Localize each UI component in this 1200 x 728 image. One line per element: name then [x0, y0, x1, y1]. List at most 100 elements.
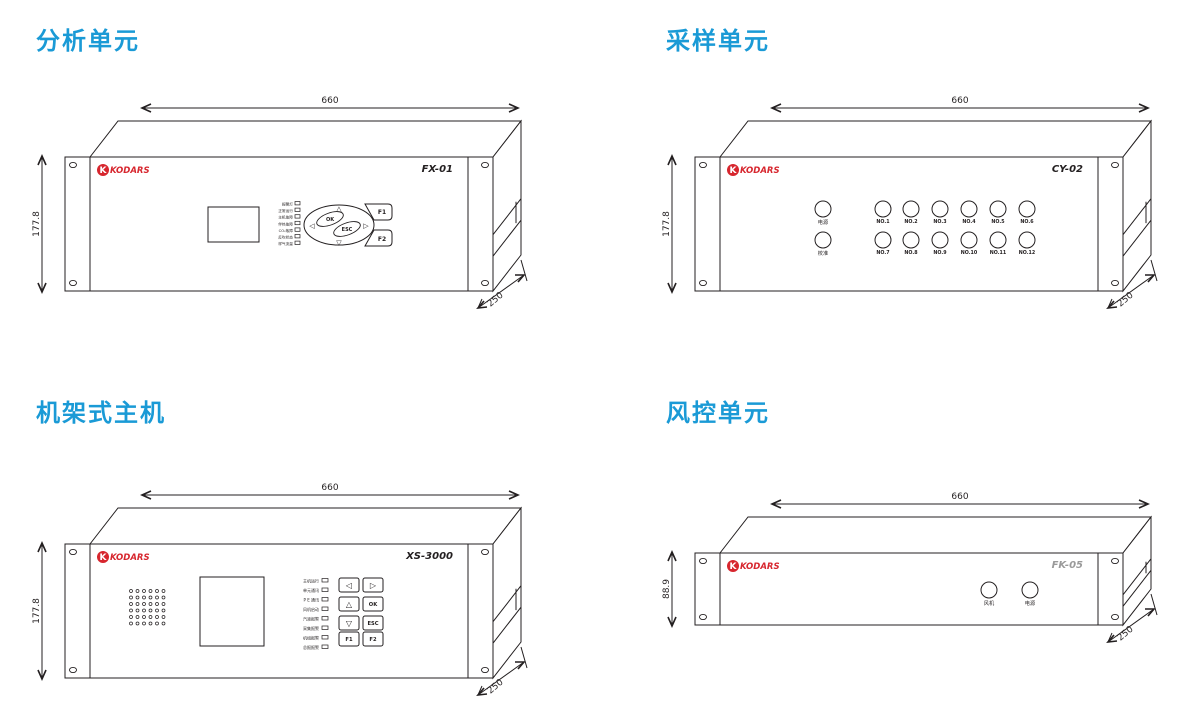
- speaker-hole: [161, 602, 166, 606]
- dimension-line: [477, 661, 525, 696]
- indicator-led: [321, 578, 329, 583]
- extension-line: [520, 259, 528, 282]
- arrow-right-icon: [508, 490, 520, 500]
- speaker-hole: [148, 602, 153, 606]
- arrow-right-icon: [1138, 103, 1150, 113]
- indicator-label: 伴热故障: [278, 221, 293, 226]
- model-label: XS-3000: [405, 551, 453, 562]
- rack-ear-right: [467, 543, 494, 679]
- arrow-icon: [1145, 608, 1156, 617]
- side-rail: [492, 198, 522, 257]
- width-dimension: 660: [770, 96, 1150, 113]
- arrow-icon: [515, 274, 526, 283]
- indicator-label: P E 通讯: [304, 597, 319, 603]
- side-rail: [1122, 558, 1152, 607]
- indicator-label: 总报报警: [303, 644, 319, 650]
- indicator-label: 采集报警: [303, 625, 319, 631]
- lcd-screen: [199, 576, 265, 647]
- indicator-led: [294, 201, 301, 206]
- indicator-label: 机组报警: [303, 635, 319, 641]
- arrow-down-icon: [37, 669, 47, 681]
- indicator-led: [321, 597, 329, 602]
- logo-wordmark: KODARS: [110, 553, 150, 563]
- logo-wordmark: KODARS: [740, 166, 780, 176]
- arrow-left-icon: [770, 103, 782, 113]
- speaker-hole: [161, 621, 166, 626]
- width-dimension: 660: [140, 483, 520, 500]
- extension-line: [1150, 259, 1158, 282]
- speaker-hole: [142, 608, 146, 613]
- width-dimension: 660: [770, 492, 1150, 509]
- height-dimension: 177.8: [662, 154, 677, 294]
- speaker-hole: [129, 602, 133, 606]
- speaker-hole: [142, 602, 146, 606]
- width-dimension-label: 660: [321, 96, 338, 106]
- mounting-hole: [1111, 613, 1119, 621]
- down-arrow-icon: ▽: [336, 239, 342, 247]
- depth-dimension-label: 250: [486, 290, 506, 309]
- channel-button: [902, 231, 920, 249]
- keypad-key: [362, 577, 384, 593]
- arrow-down-icon: [667, 282, 677, 294]
- width-dimension: 660: [140, 96, 520, 113]
- mounting-hole: [69, 548, 77, 556]
- mounting-hole: [699, 557, 707, 565]
- rack-ear-right: [1097, 156, 1124, 292]
- rack-ear-left: [64, 543, 91, 679]
- height-dimension-label: 177.8: [32, 211, 42, 237]
- channel-button: [960, 231, 978, 249]
- height-dimension-label: 177.8: [32, 598, 42, 624]
- logo-k-badge: [727, 560, 739, 572]
- front-panel: [89, 543, 469, 679]
- channel-button: [874, 231, 892, 249]
- title-sampling-unit: 采样单元: [666, 27, 770, 55]
- indicator-led: [294, 227, 301, 232]
- speaker-hole: [135, 621, 140, 626]
- left-arrow-icon: ◁: [309, 222, 315, 230]
- mounting-hole: [1111, 557, 1119, 565]
- arrow-down-icon: [667, 616, 677, 628]
- mounting-hole: [69, 279, 77, 287]
- front-panel: [719, 156, 1099, 292]
- mounting-hole: [69, 161, 77, 169]
- speaker-hole: [155, 595, 159, 600]
- keypad-key: [338, 577, 360, 593]
- top-face: [88, 507, 523, 545]
- extension-line: [1150, 593, 1158, 616]
- logo-k-badge: [727, 164, 739, 176]
- indicator-label: CO₂故障: [279, 228, 294, 233]
- logo-k-badge: [97, 164, 109, 176]
- keypad-key: [338, 596, 360, 612]
- logo-k-letter: K: [730, 166, 738, 176]
- mounting-hole: [699, 161, 707, 169]
- depth-dimension-label: 250: [1116, 290, 1136, 309]
- right-arrow-icon: ▷: [363, 222, 369, 230]
- indicator-label: 正常运行: [278, 208, 293, 213]
- mounting-hole: [1111, 161, 1119, 169]
- title-analysis-unit: 分析单元: [36, 27, 140, 55]
- round-button: [980, 581, 998, 599]
- arrow-right-icon: [508, 103, 520, 113]
- indicator-led: [321, 587, 329, 592]
- mounting-hole: [481, 548, 489, 556]
- height-dimension: 177.8: [32, 541, 47, 681]
- mounting-hole: [1111, 279, 1119, 287]
- keypad-key: [362, 615, 384, 631]
- mounting-hole: [481, 666, 489, 674]
- speaker-hole: [161, 595, 166, 600]
- indicator-label: 样气流量: [278, 241, 293, 246]
- height-dimension: 88.9: [662, 550, 677, 628]
- mounting-hole: [699, 279, 707, 287]
- channel-label: NO.8: [904, 250, 918, 256]
- key-label: ESC: [367, 621, 378, 627]
- logo-k-letter: K: [100, 166, 108, 176]
- speaker-hole: [148, 608, 153, 613]
- up-arrow-icon: △: [336, 205, 342, 213]
- height-dimension-label: 88.9: [662, 579, 672, 599]
- key-label: F2: [369, 637, 377, 643]
- indicator-label: 汽液报警: [303, 616, 319, 622]
- extension-line: [520, 646, 528, 669]
